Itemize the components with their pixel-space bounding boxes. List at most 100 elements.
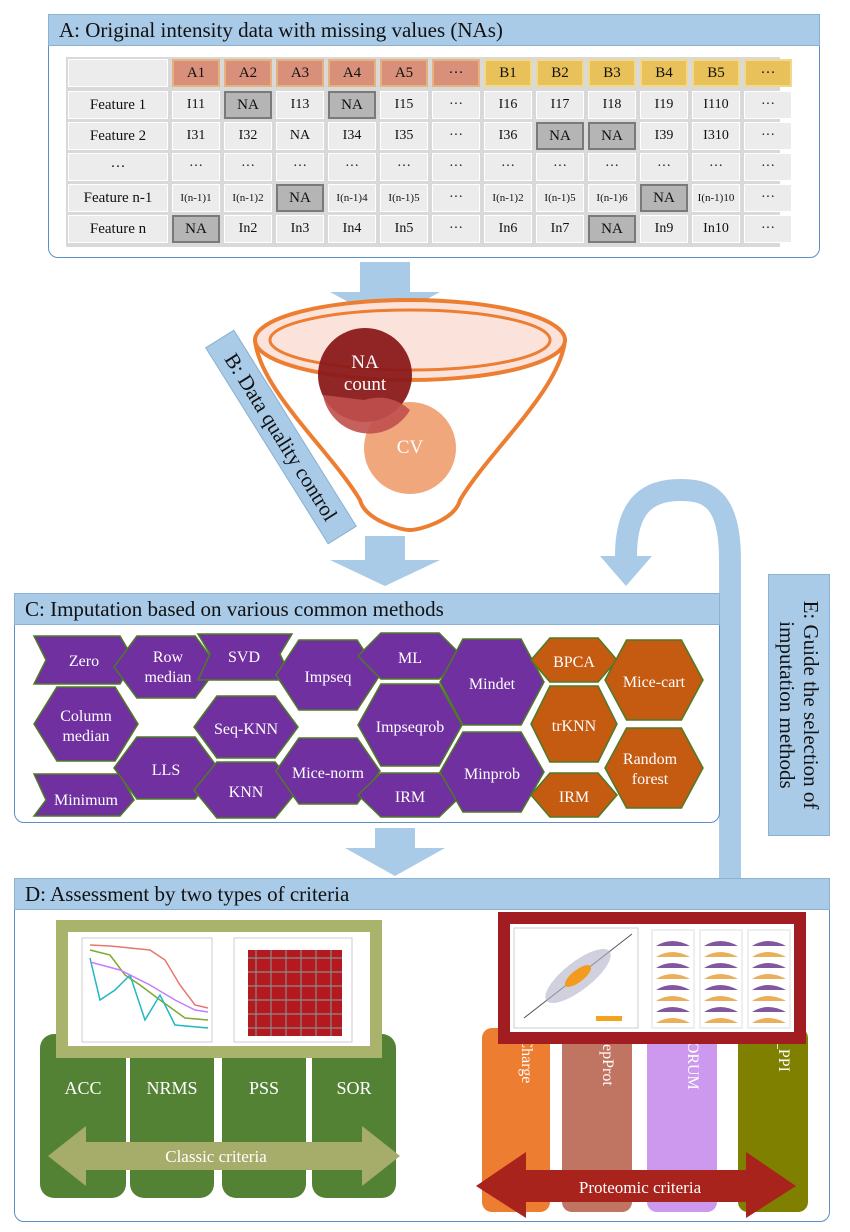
intensity-cell: ··· <box>276 153 324 181</box>
intensity-cell: In2 <box>224 215 272 243</box>
method-label: Seq-KNN <box>214 721 278 738</box>
method-label: Minimum <box>54 792 119 809</box>
intensity-cell: I(n-1)6 <box>588 184 636 212</box>
intensity-cell: I31 <box>172 122 220 150</box>
intensity-cell: I39 <box>640 122 688 150</box>
ridgeline-curve <box>656 1007 690 1012</box>
method-label: Mice-norm <box>292 765 365 782</box>
method-impseqrob-cell <box>357 683 463 767</box>
ridgeline-curve <box>704 952 738 957</box>
arrow-b-to-c <box>330 536 440 586</box>
na-cell: NA <box>224 91 272 119</box>
row-label: Feature 2 <box>68 122 168 150</box>
line-chart-series <box>89 957 209 1029</box>
proteomic-criterion-column <box>562 1028 632 1212</box>
intensity-cell: ··· <box>432 184 480 212</box>
intensity-cell: I110 <box>692 91 740 119</box>
ridgeline-curve <box>752 974 786 979</box>
intensity-cell: ··· <box>172 153 220 181</box>
classic-criterion-label: SOR <box>336 1078 371 1098</box>
ridgeline-curve <box>704 985 738 990</box>
intensity-cell: I36 <box>484 122 532 150</box>
panel-e: E: Guide the selection of imputation met… <box>768 574 830 836</box>
intensity-cell: In5 <box>380 215 428 243</box>
method-column-median-cell <box>33 686 139 762</box>
intensity-cell: ··· <box>432 122 480 150</box>
intensity-cell: I19 <box>640 91 688 119</box>
intensity-cell: ··· <box>744 215 792 243</box>
ridgeline-curve <box>656 974 690 979</box>
intensity-cell: I(n-1)10 <box>692 184 740 212</box>
intensity-cell: ··· <box>484 153 532 181</box>
method-label: Minprob <box>464 766 520 783</box>
intensity-cell: In10 <box>692 215 740 243</box>
method-label: Impseqrob <box>376 719 444 736</box>
intensity-cell: In4 <box>328 215 376 243</box>
ridgeline-curve <box>656 1018 690 1023</box>
classic-figure-frame <box>56 920 382 1058</box>
method-label: Zero <box>69 653 99 670</box>
method-label: Impseq <box>304 669 351 686</box>
intensity-cell: I(n-1)1 <box>172 184 220 212</box>
intensity-cell: ··· <box>224 153 272 181</box>
intensity-cell: I35 <box>380 122 428 150</box>
ridgeline-curve <box>752 941 786 946</box>
intensity-cell: I13 <box>276 91 324 119</box>
intensity-cell: I(n-1)5 <box>536 184 584 212</box>
proteomic-criteria-arrow <box>476 1152 796 1218</box>
ridgeline-curve <box>752 1018 786 1023</box>
ridgeline-curve <box>704 1018 738 1023</box>
row-label: Feature 1 <box>68 91 168 119</box>
method-seqknn-cell <box>193 695 299 759</box>
method-label: SVD <box>228 649 260 666</box>
row-label: Feature n-1 <box>68 184 168 212</box>
intensity-cell: I15 <box>380 91 428 119</box>
feedback-loop-arrow <box>615 478 741 880</box>
proteomic-criterion-column <box>647 1028 717 1212</box>
intensity-cell: I(n-1)4 <box>328 184 376 212</box>
intensity-cell: In6 <box>484 215 532 243</box>
column-header: ··· <box>744 59 792 87</box>
column-header: A5 <box>380 59 428 87</box>
intensity-cell: ··· <box>328 153 376 181</box>
method-mindet-cell <box>439 638 545 726</box>
intensity-cell: I(n-1)5 <box>380 184 428 212</box>
method-trknn-cell <box>530 685 618 763</box>
intensity-cell: ··· <box>588 153 636 181</box>
ridgeline-curve <box>704 963 738 968</box>
method-label: BPCA <box>553 654 595 671</box>
intensity-cell: In3 <box>276 215 324 243</box>
ridgeline-curve <box>656 985 690 990</box>
intensity-cell: ··· <box>640 153 688 181</box>
proteomic-criteria-label: Proteomic criteria <box>579 1178 702 1197</box>
na-cell: NA <box>640 184 688 212</box>
method-label: trKNN <box>552 718 597 735</box>
intensity-cell: ··· <box>692 153 740 181</box>
proteomic-criterion-column <box>482 1028 550 1212</box>
intensity-cell: ··· <box>432 215 480 243</box>
column-header: B3 <box>588 59 636 87</box>
method-zero-cell <box>32 635 135 685</box>
column-header: A1 <box>172 59 220 87</box>
intensity-cell: I34 <box>328 122 376 150</box>
na-cell: NA <box>588 215 636 243</box>
method-label: IRM <box>395 789 425 806</box>
method-random-forest-cell <box>604 727 704 809</box>
intensity-cell: I18 <box>588 91 636 119</box>
intensity-cell: ··· <box>744 122 792 150</box>
classic-criterion-column <box>130 1034 214 1198</box>
cv-label: CV <box>396 437 424 458</box>
column-header: A4 <box>328 59 376 87</box>
classic-criterion-label: NRMS <box>146 1078 197 1098</box>
ridgeline-curve <box>656 952 690 957</box>
classic-criterion-column <box>312 1034 396 1198</box>
intensity-cell: I(n-1)2 <box>224 184 272 212</box>
column-header: B5 <box>692 59 740 87</box>
method-label: Mice-cart <box>623 674 686 691</box>
